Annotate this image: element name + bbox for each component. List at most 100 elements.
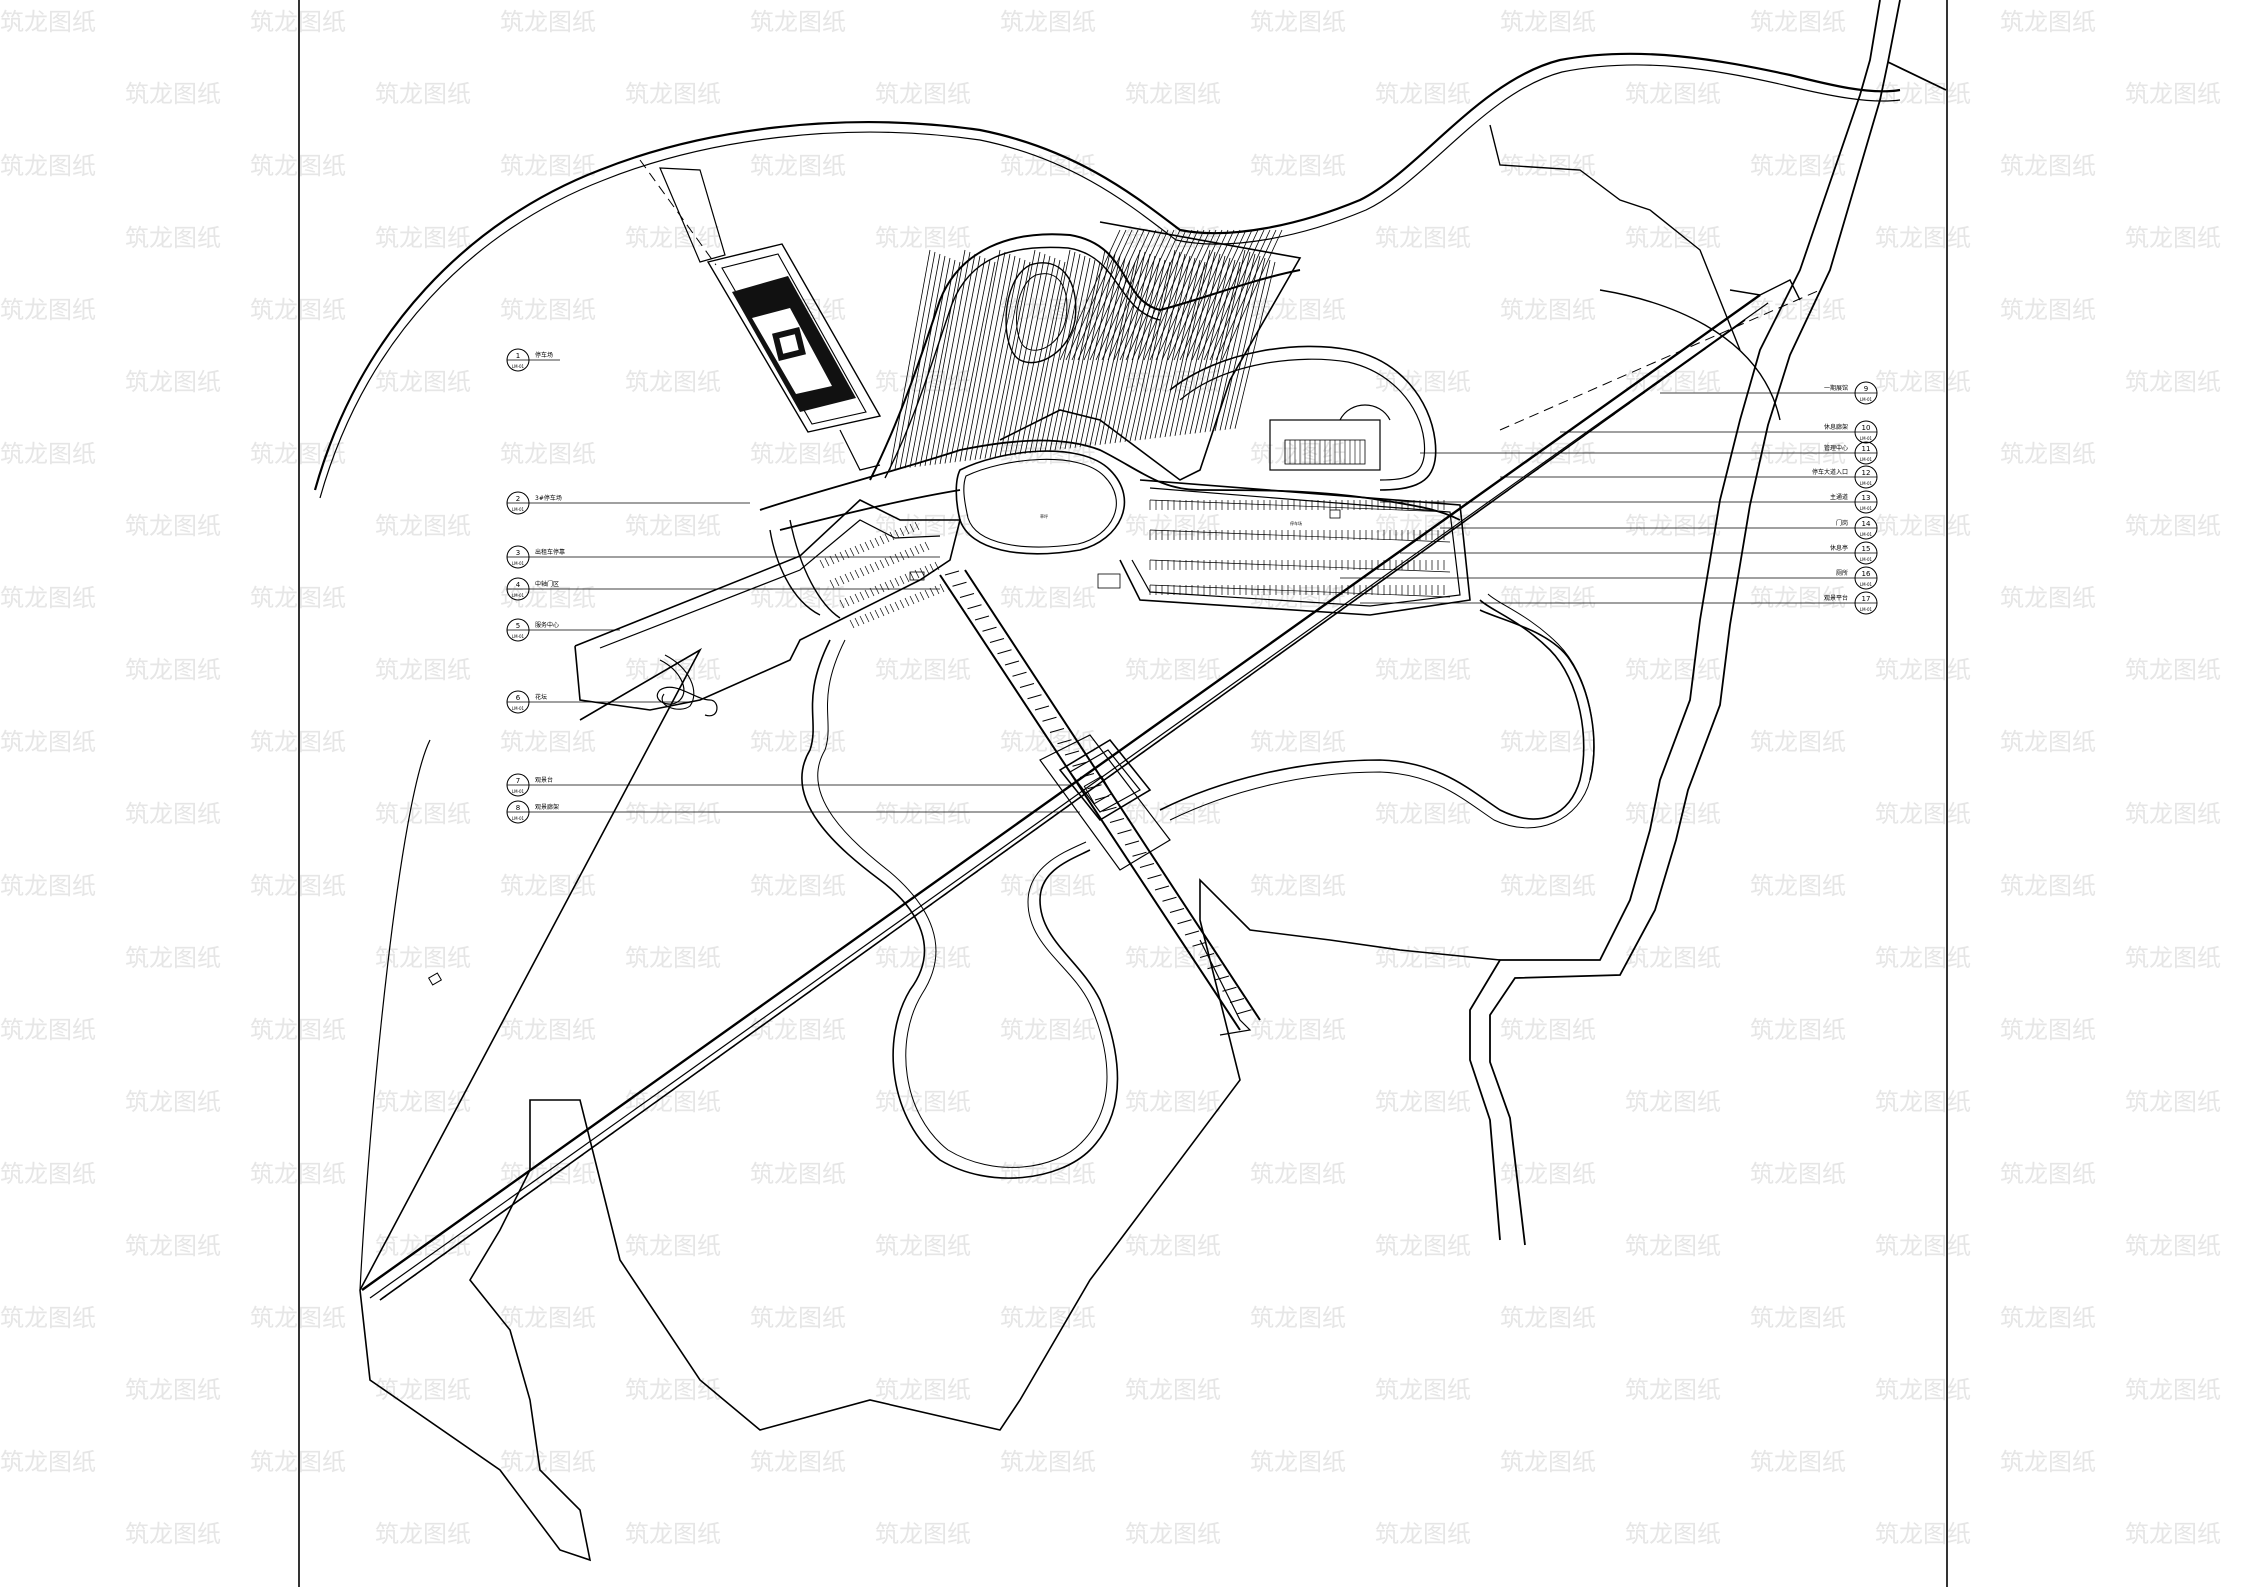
watermark-text: 筑龙图纸 — [1500, 1160, 1596, 1188]
callout-number: 4 — [516, 581, 521, 589]
watermark-text: 筑龙图纸 — [375, 656, 471, 684]
watermark-text: 筑龙图纸 — [1250, 1448, 1346, 1476]
watermark-text: 筑龙图纸 — [750, 1448, 846, 1476]
watermark-text: 筑龙图纸 — [0, 1160, 96, 1188]
watermark-text: 筑龙图纸 — [0, 1016, 96, 1044]
east-parcel — [1489, 124, 1781, 421]
watermark-text: 筑龙图纸 — [750, 152, 846, 180]
watermark-text: 筑龙图纸 — [2000, 1160, 2096, 1188]
watermark-text: 筑龙图纸 — [2125, 1232, 2221, 1260]
watermark-text: 筑龙图纸 — [1625, 1376, 1721, 1404]
watermark-text: 筑龙图纸 — [250, 872, 346, 900]
lower-site-boundary — [359, 647, 1501, 1562]
west-entry-plaza — [574, 499, 962, 717]
watermark-text: 筑龙图纸 — [1625, 80, 1721, 108]
watermark-text: 筑龙图纸 — [375, 224, 471, 252]
callout-label: 出租车停靠 — [535, 548, 565, 556]
east-road — [1469, 0, 1947, 1246]
watermark-text: 筑龙图纸 — [2000, 728, 2096, 756]
watermark-text: 筑龙图纸 — [0, 440, 96, 468]
callout-sheet-ref: LM-01 — [1860, 582, 1873, 587]
watermark-text: 筑龙图纸 — [625, 1376, 721, 1404]
watermark-text: 筑龙图纸 — [1750, 440, 1846, 468]
watermark-text: 筑龙图纸 — [1625, 800, 1721, 828]
watermark-text: 筑龙图纸 — [1250, 1160, 1346, 1188]
callout-number: 10 — [1862, 424, 1871, 432]
watermark-text: 筑龙图纸 — [1125, 80, 1221, 108]
watermark-text: 筑龙图纸 — [1000, 1448, 1096, 1476]
callout-sheet-ref: LM-01 — [512, 364, 525, 369]
callout-label: 休息廊架 — [1824, 423, 1848, 431]
watermark-text: 筑龙图纸 — [2000, 1304, 2096, 1332]
watermark-text: 筑龙图纸 — [2125, 1520, 2221, 1548]
callout-sheet-ref: LM-01 — [1860, 557, 1873, 562]
watermark-text: 筑龙图纸 — [125, 224, 221, 252]
watermark-text: 筑龙图纸 — [1000, 1016, 1096, 1044]
loop-paths — [801, 593, 1595, 1179]
watermark-text: 筑龙图纸 — [750, 440, 846, 468]
watermark-text: 筑龙图纸 — [375, 1376, 471, 1404]
watermark-text: 筑龙图纸 — [500, 584, 596, 612]
callout-number: 16 — [1862, 570, 1871, 578]
watermark-text: 筑龙图纸 — [1500, 872, 1596, 900]
watermark-text: 筑龙图纸 — [2125, 1088, 2221, 1116]
watermark-text: 筑龙图纸 — [1875, 80, 1971, 108]
watermark-text: 筑龙图纸 — [1625, 512, 1721, 540]
watermark-text: 筑龙图纸 — [1000, 1160, 1096, 1188]
callout-number: 15 — [1862, 545, 1871, 553]
callout-label: 休息亭 — [1830, 544, 1848, 552]
watermark-text: 筑龙图纸 — [125, 1520, 221, 1548]
callout-sheet-ref: LM-01 — [1860, 457, 1873, 462]
watermark-text: 筑龙图纸 — [1500, 728, 1596, 756]
watermark-text: 筑龙图纸 — [500, 1304, 596, 1332]
watermark-text: 筑龙图纸 — [1875, 1376, 1971, 1404]
callout-label: 观景平台 — [1824, 594, 1848, 602]
watermark-text: 筑龙图纸 — [625, 512, 721, 540]
central-pavilion — [1039, 734, 1171, 871]
callout: 2LM-013#停车场 — [506, 491, 750, 515]
watermark-text: 筑龙图纸 — [500, 1016, 596, 1044]
watermark-text: 筑龙图纸 — [1125, 1232, 1221, 1260]
watermark-text: 筑龙图纸 — [1250, 1016, 1346, 1044]
callout-label: 门岗 — [1836, 519, 1848, 527]
callout-sheet-ref: LM-01 — [512, 634, 525, 639]
callout-sheet-ref: LM-01 — [1860, 506, 1873, 511]
watermark-text: 筑龙图纸 — [500, 440, 596, 468]
watermark-text: 筑龙图纸 — [1625, 656, 1721, 684]
watermark-text: 筑龙图纸 — [1375, 80, 1471, 108]
watermark-text: 筑龙图纸 — [625, 224, 721, 252]
secondary-axis-walkway — [939, 569, 1261, 1031]
watermark-text: 筑龙图纸 — [250, 728, 346, 756]
callout-number: 11 — [1862, 445, 1871, 453]
watermark-text: 筑龙图纸 — [2000, 872, 2096, 900]
callout-label: 3#停车场 — [535, 494, 562, 502]
callout-label: 服务中心 — [535, 621, 559, 629]
watermark-text: 筑龙图纸 — [625, 1232, 721, 1260]
callout-label: 中轴门区 — [535, 580, 559, 588]
watermark-text: 筑龙图纸 — [1750, 872, 1846, 900]
watermark-text: 筑龙图纸 — [250, 296, 346, 324]
watermark-text: 筑龙图纸 — [250, 8, 346, 36]
main-plaza: 草坪 停车场 — [759, 439, 1471, 616]
watermark-text: 筑龙图纸 — [1875, 512, 1971, 540]
callout-sheet-ref: LM-01 — [1860, 436, 1873, 441]
watermark-text: 筑龙图纸 — [1000, 1304, 1096, 1332]
management-area — [1169, 345, 1437, 491]
watermark-text: 筑龙图纸 — [750, 728, 846, 756]
callout-sheet-ref: LM-01 — [1860, 532, 1873, 537]
watermark-text: 筑龙图纸 — [2000, 1448, 2096, 1476]
callout-number: 2 — [516, 495, 520, 503]
watermark-text: 筑龙图纸 — [1375, 800, 1471, 828]
watermark-text: 筑龙图纸 — [500, 296, 596, 324]
watermark-text: 筑龙图纸 — [1750, 296, 1846, 324]
watermark-text: 筑龙图纸 — [875, 224, 971, 252]
